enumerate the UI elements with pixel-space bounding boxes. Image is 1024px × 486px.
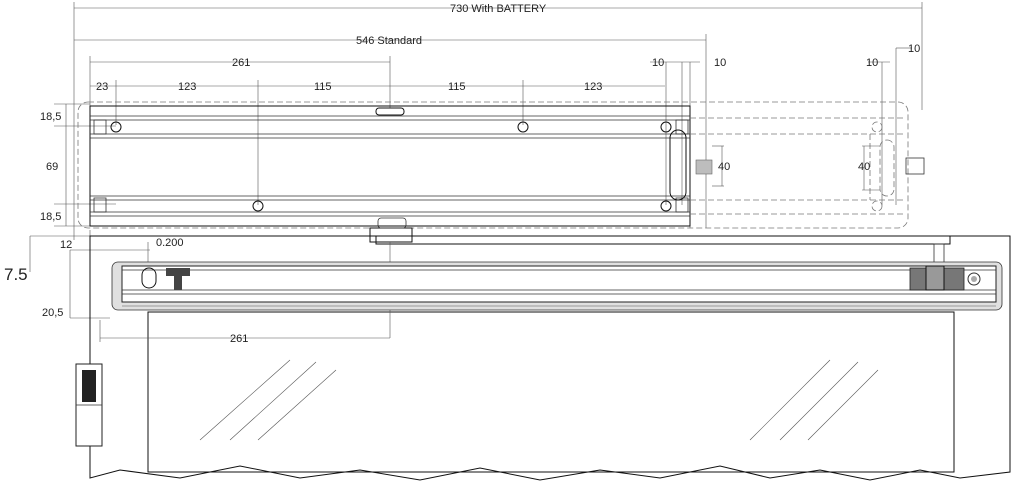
dim-123-left: 123 bbox=[178, 81, 196, 93]
dim-23: 23 bbox=[96, 81, 108, 93]
dim-standard: 546 Standard bbox=[356, 35, 422, 47]
dim-40-right: 40 bbox=[858, 161, 870, 173]
dim-7-5: 7.5 bbox=[4, 265, 28, 284]
dim-total-with-battery: 730 With BATTERY bbox=[450, 3, 547, 15]
dim-10-b: 10 bbox=[714, 57, 726, 69]
slide-rail bbox=[99, 217, 951, 342]
dim-261-bottom: 261 bbox=[230, 333, 248, 345]
overall-dimension-lines bbox=[73, 2, 923, 240]
dim-18-5-bottom: 18,5 bbox=[40, 211, 61, 223]
dim-115-right: 115 bbox=[448, 81, 466, 93]
closer-body bbox=[111, 261, 1003, 311]
hinge bbox=[75, 363, 103, 447]
dim-18-5-top: 18,5 bbox=[40, 111, 61, 123]
dim-40-mid: 40 bbox=[718, 161, 730, 173]
dim-115-left: 115 bbox=[314, 81, 332, 93]
dim-20-5: 20,5 bbox=[42, 307, 63, 319]
door-frame bbox=[89, 235, 1011, 481]
mounting-plate bbox=[89, 105, 713, 227]
dim-261-top: 261 bbox=[232, 57, 250, 69]
dim-10-a: 10 bbox=[652, 57, 664, 69]
battery-extension-outline bbox=[77, 101, 925, 229]
dim-123-right: 123 bbox=[584, 81, 602, 93]
dim-10-c: 10 bbox=[866, 57, 878, 69]
dim-12: 12 bbox=[60, 239, 72, 251]
dimension-labels: 730 With BATTERY 546 Standard 261 23 123… bbox=[4, 3, 920, 345]
dim-69: 69 bbox=[46, 161, 58, 173]
dim-0-200: 0.200 bbox=[156, 237, 184, 249]
dim-10-d: 10 bbox=[908, 43, 920, 55]
